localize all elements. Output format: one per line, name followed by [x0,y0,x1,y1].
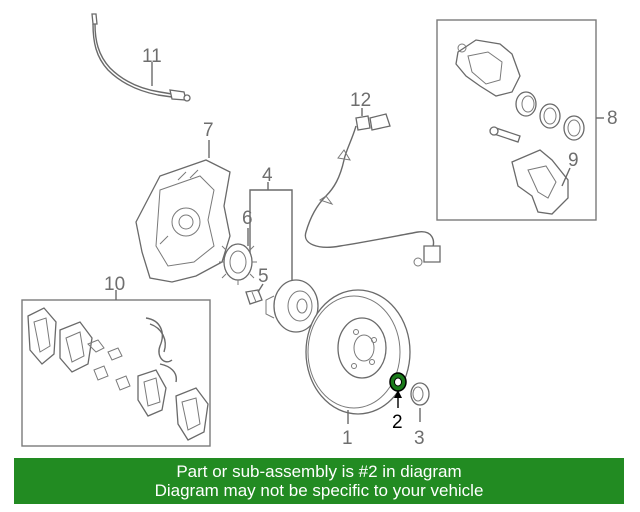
caliper-assembly-box [436,19,597,221]
inner-brake-pad[interactable] [27,307,57,365]
guide-pin[interactable] [489,126,521,143]
callout-12[interactable]: 12 [350,90,371,111]
outer-brake-pad[interactable] [59,321,93,373]
part-notice-banner: Part or sub-assembly is #2 in diagram Di… [14,458,624,504]
banner-disclaimer: Diagram may not be specific to your vehi… [154,481,484,500]
callout-1[interactable]: 1 [342,428,353,449]
replacement-pad-left[interactable] [137,369,167,417]
abs-sensor-part-12[interactable] [304,113,441,267]
callout-7[interactable]: 7 [203,120,214,141]
leader-bracket-4 [249,189,293,280]
tone-ring-part-6[interactable] [219,243,257,285]
leader-line-5 [257,283,264,293]
brake-rotor-part-1[interactable] [305,289,411,415]
piston-seal[interactable] [539,103,561,129]
caliper-bracket-part-9[interactable] [511,149,569,215]
callout-3[interactable]: 3 [414,428,425,449]
dust-shield-part-7[interactable] [135,159,231,283]
callout-2[interactable]: 2 [392,412,403,433]
pad-clips[interactable] [87,339,131,391]
callout-5[interactable]: 5 [258,266,269,287]
callout-9[interactable]: 9 [568,150,579,171]
callout-6[interactable]: 6 [242,208,253,229]
callout-11[interactable]: 11 [142,46,162,67]
replacement-pad-right[interactable] [175,387,209,441]
hub-nut-part-2[interactable] [389,372,407,392]
hub-bearing[interactable] [265,279,319,333]
callout-8[interactable]: 8 [607,108,618,129]
banner-part-notice: Part or sub-assembly is #2 in diagram [176,462,462,481]
callout-10[interactable]: 10 [104,274,125,295]
callout-4[interactable]: 4 [262,165,273,186]
anti-rattle-springs[interactable] [145,317,177,383]
caliper-piston[interactable] [515,91,537,117]
dust-boot[interactable] [563,115,585,141]
caliper-body[interactable] [455,39,521,97]
brake-hose-part-11[interactable] [91,13,191,102]
leader-line-9 [561,167,571,187]
hub-cap-part-3[interactable] [410,382,430,406]
hub-bolt-part-5[interactable] [245,289,263,305]
leader-arrow-2 [394,390,402,398]
